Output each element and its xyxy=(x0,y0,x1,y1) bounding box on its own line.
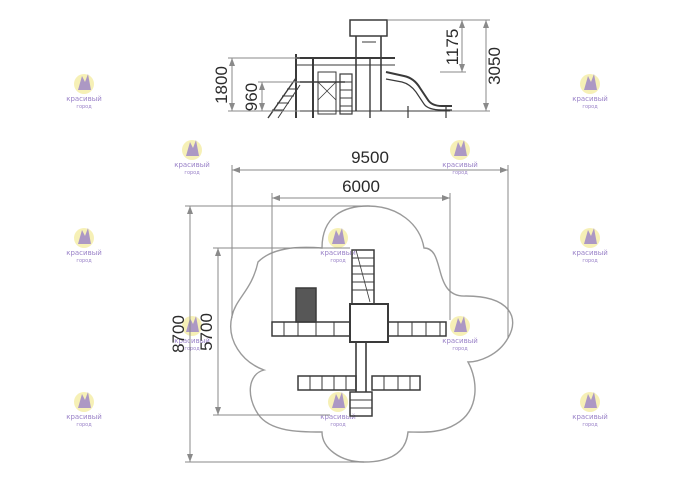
watermark-logo: красивый город xyxy=(442,316,478,352)
watermark-logo: красивый город xyxy=(320,228,356,264)
watermark-text-line2: город xyxy=(452,346,468,352)
dim-label-5700: 5700 xyxy=(197,313,216,351)
watermark-text-line1: красивый xyxy=(320,413,356,421)
plan-lower-stair xyxy=(349,391,373,417)
safety-zone-outline xyxy=(230,205,514,463)
side-dimension-lines xyxy=(228,19,490,112)
watermark-logo: красивый город xyxy=(320,392,356,428)
dim-label-6000: 6000 xyxy=(342,177,380,196)
equipment-plan xyxy=(271,249,447,417)
watermark-text-line2: город xyxy=(452,170,468,176)
watermark-logo: красивый город xyxy=(572,392,608,428)
watermark-text-line1: красивый xyxy=(174,337,210,345)
watermark-text-line1: красивый xyxy=(66,249,102,257)
watermark-text-line2: город xyxy=(582,104,598,110)
watermark-text-line1: красивый xyxy=(66,95,102,103)
side-elevation xyxy=(266,19,466,119)
watermark-logo: красивый город xyxy=(66,228,102,264)
watermark-logo: красивый город xyxy=(174,316,210,352)
plan-lower-slide xyxy=(371,375,421,391)
dim-label-8700: 8700 xyxy=(169,315,188,353)
watermark-text-line2: город xyxy=(184,346,200,352)
plan-dimension-arrows xyxy=(187,167,508,462)
dim-label-9500: 9500 xyxy=(351,148,389,167)
watermark-text-line2: город xyxy=(582,258,598,264)
plan-left-ladder xyxy=(295,287,317,323)
dim-label-960: 960 xyxy=(242,83,261,111)
plan-right-bridge xyxy=(387,321,447,337)
tower-roof xyxy=(349,19,388,37)
watermark-text-line1: красивый xyxy=(174,161,210,169)
watermark-text-line1: красивый xyxy=(320,249,356,257)
watermark-text-line2: город xyxy=(76,422,92,428)
watermark-text-line2: город xyxy=(76,104,92,110)
plan-dimension-lines xyxy=(185,165,509,463)
watermark-text-line2: город xyxy=(184,170,200,176)
watermark-text-line1: красивый xyxy=(442,337,478,345)
dim-label-1800: 1800 xyxy=(212,66,231,104)
watermark-logo: красивый город xyxy=(442,140,478,176)
plan-lower-bridge xyxy=(297,375,357,391)
dim-label-3050: 3050 xyxy=(485,47,504,85)
watermark-text-line2: город xyxy=(76,258,92,264)
watermarks: красивый город красивый город красивый г… xyxy=(66,74,608,428)
watermark-text-line1: красивый xyxy=(66,413,102,421)
watermark-text-line1: красивый xyxy=(572,95,608,103)
watermark-logo: красивый город xyxy=(66,392,102,428)
watermark-logo: красивый город xyxy=(572,74,608,110)
watermark-text-line1: красивый xyxy=(572,413,608,421)
watermark-text-line2: город xyxy=(330,422,346,428)
watermark-text-line2: город xyxy=(582,422,598,428)
watermark-logo: красивый город xyxy=(572,228,608,264)
plan-central-platform xyxy=(349,303,389,343)
watermark-logo: красивый город xyxy=(174,140,210,176)
watermark-text-line1: красивый xyxy=(572,249,608,257)
side-dimension-arrows xyxy=(229,20,489,111)
watermark-text-line2: город xyxy=(330,258,346,264)
watermark-logo: красивый город xyxy=(66,74,102,110)
watermark-text-line1: красивый xyxy=(442,161,478,169)
dim-label-1175: 1175 xyxy=(443,29,462,66)
